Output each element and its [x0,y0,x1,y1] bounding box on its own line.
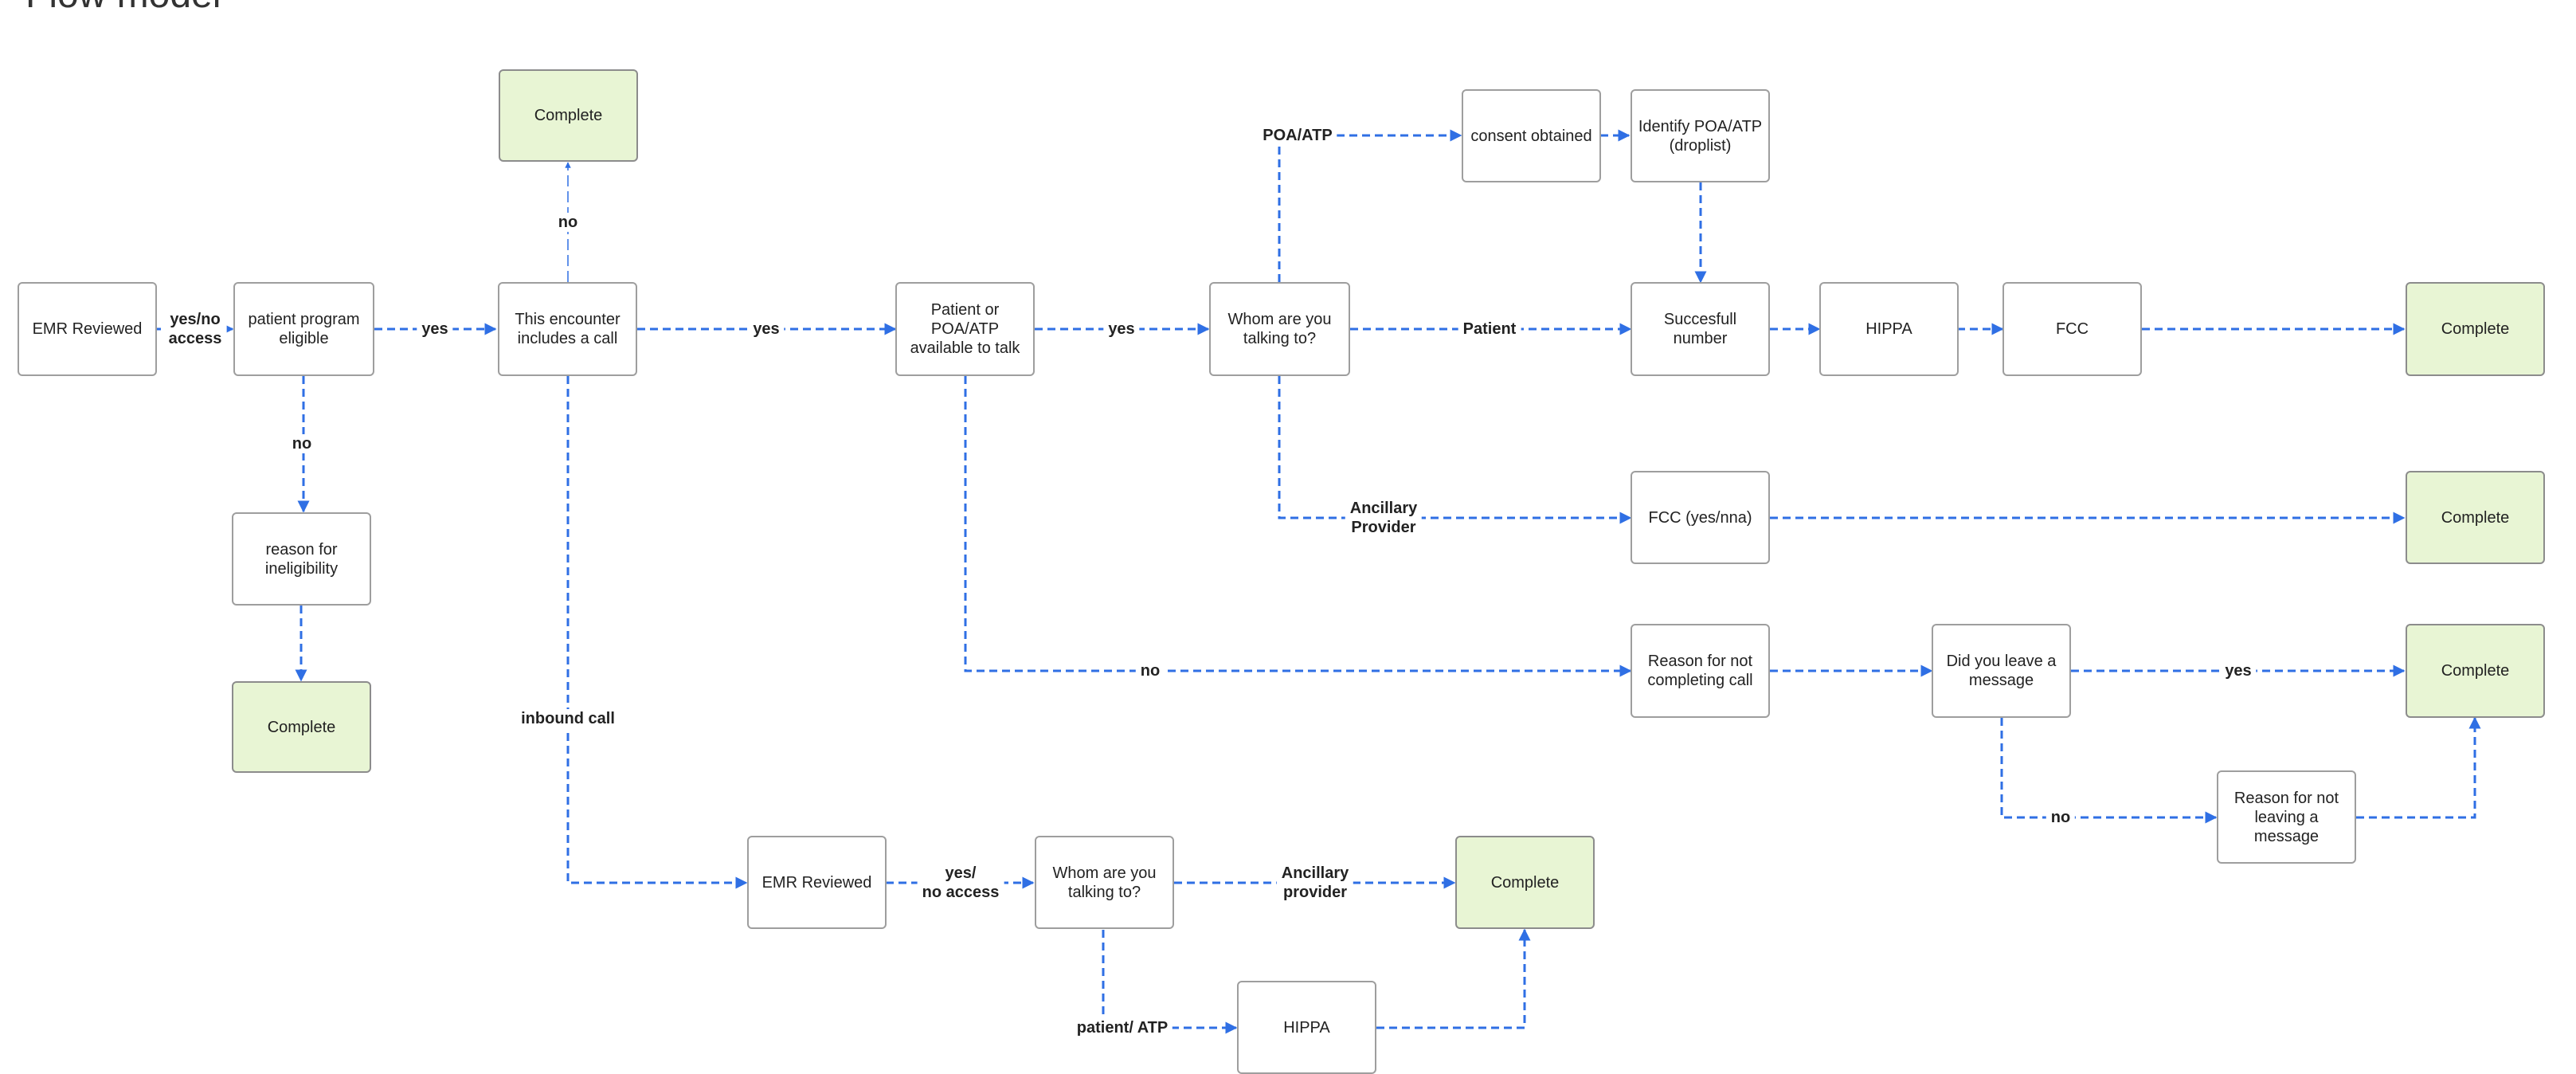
node-hippa-1[interactable]: HIPPA [1819,282,1959,376]
edge-label-yes-available: yes [1103,319,1140,339]
node-fcc-yes-nna[interactable]: FCC (yes/nna) [1631,471,1770,564]
edge-label-no-message: no [2046,808,2076,827]
node-reason-not-completing[interactable]: Reason for not completing call [1631,624,1770,718]
edge-label-yes-message: yes [2220,661,2257,680]
edge-label-yes-eligible: yes [417,319,453,339]
node-consent-obtained[interactable]: consent obtained [1462,89,1601,182]
edge-whom-ancillary [1278,376,1632,524]
edge-encounter-inbound [566,376,748,889]
edge-hippa2-complete [1376,928,1531,1029]
page-title: Flow model [25,0,221,17]
node-identify-poa[interactable]: Identify POA/ATP (droplist) [1631,89,1770,182]
edge-label-patient: Patient [1458,319,1521,339]
edge-label-no-eligible: no [287,434,317,453]
edge-whom2-hippa2 [1102,930,1238,1034]
node-hippa-2[interactable]: HIPPA [1237,981,1376,1074]
node-successful-number[interactable]: Succesfull number [1631,282,1770,376]
edge-label-yes-no-access: yes/no access [163,310,227,348]
edge-available-no [964,376,1632,677]
node-reason-ineligibility[interactable]: reason for ineligibility [232,512,371,606]
node-encounter-call[interactable]: This encounter includes a call [498,282,637,376]
node-emr-reviewed[interactable]: EMR Reviewed [18,282,157,376]
node-available-talk[interactable]: Patient or POA/ATP available to talk [895,282,1035,376]
edge-label-ancillary-provider-1: Ancillary Provider [1345,499,1423,537]
edge-did-no [2000,718,2218,824]
node-reason-not-leaving[interactable]: Reason for not leaving a message [2217,770,2356,864]
edge-reasonleaving-complete [2356,716,2481,819]
node-complete-inbound[interactable]: Complete [1455,836,1595,929]
edge-label-yes-call: yes [748,319,785,339]
node-complete-patient[interactable]: Complete [2406,282,2545,376]
edge-label-patient-atp: patient/ ATP [1071,1018,1173,1037]
edge-label-no-available: no [1135,661,1165,680]
edge-label-poa-atp: POA/ATP [1258,126,1337,145]
edge-label-no-call: no [553,213,583,232]
node-complete-message[interactable]: Complete [2406,624,2545,718]
node-fcc-1[interactable]: FCC [2002,282,2142,376]
node-complete-top[interactable]: Complete [499,69,638,162]
node-whom-talking-2[interactable]: Whom are you talking to? [1035,836,1174,929]
edge-label-ancillary-provider-2: Ancillary provider [1276,864,1354,902]
node-emr-reviewed-2[interactable]: EMR Reviewed [747,836,887,929]
node-complete-ancillary[interactable]: Complete [2406,471,2545,564]
node-complete-ineligible[interactable]: Complete [232,681,371,773]
edge-label-yes-no-access-2: yes/ no access [917,864,1004,902]
edge-label-inbound-call: inbound call [516,709,620,728]
node-did-you-leave-message[interactable]: Did you leave a message [1932,624,2071,718]
edge-whom-poa [1278,129,1462,282]
node-whom-talking-1[interactable]: Whom are you talking to? [1209,282,1350,376]
node-patient-program-eligible[interactable]: patient program eligible [233,282,374,376]
